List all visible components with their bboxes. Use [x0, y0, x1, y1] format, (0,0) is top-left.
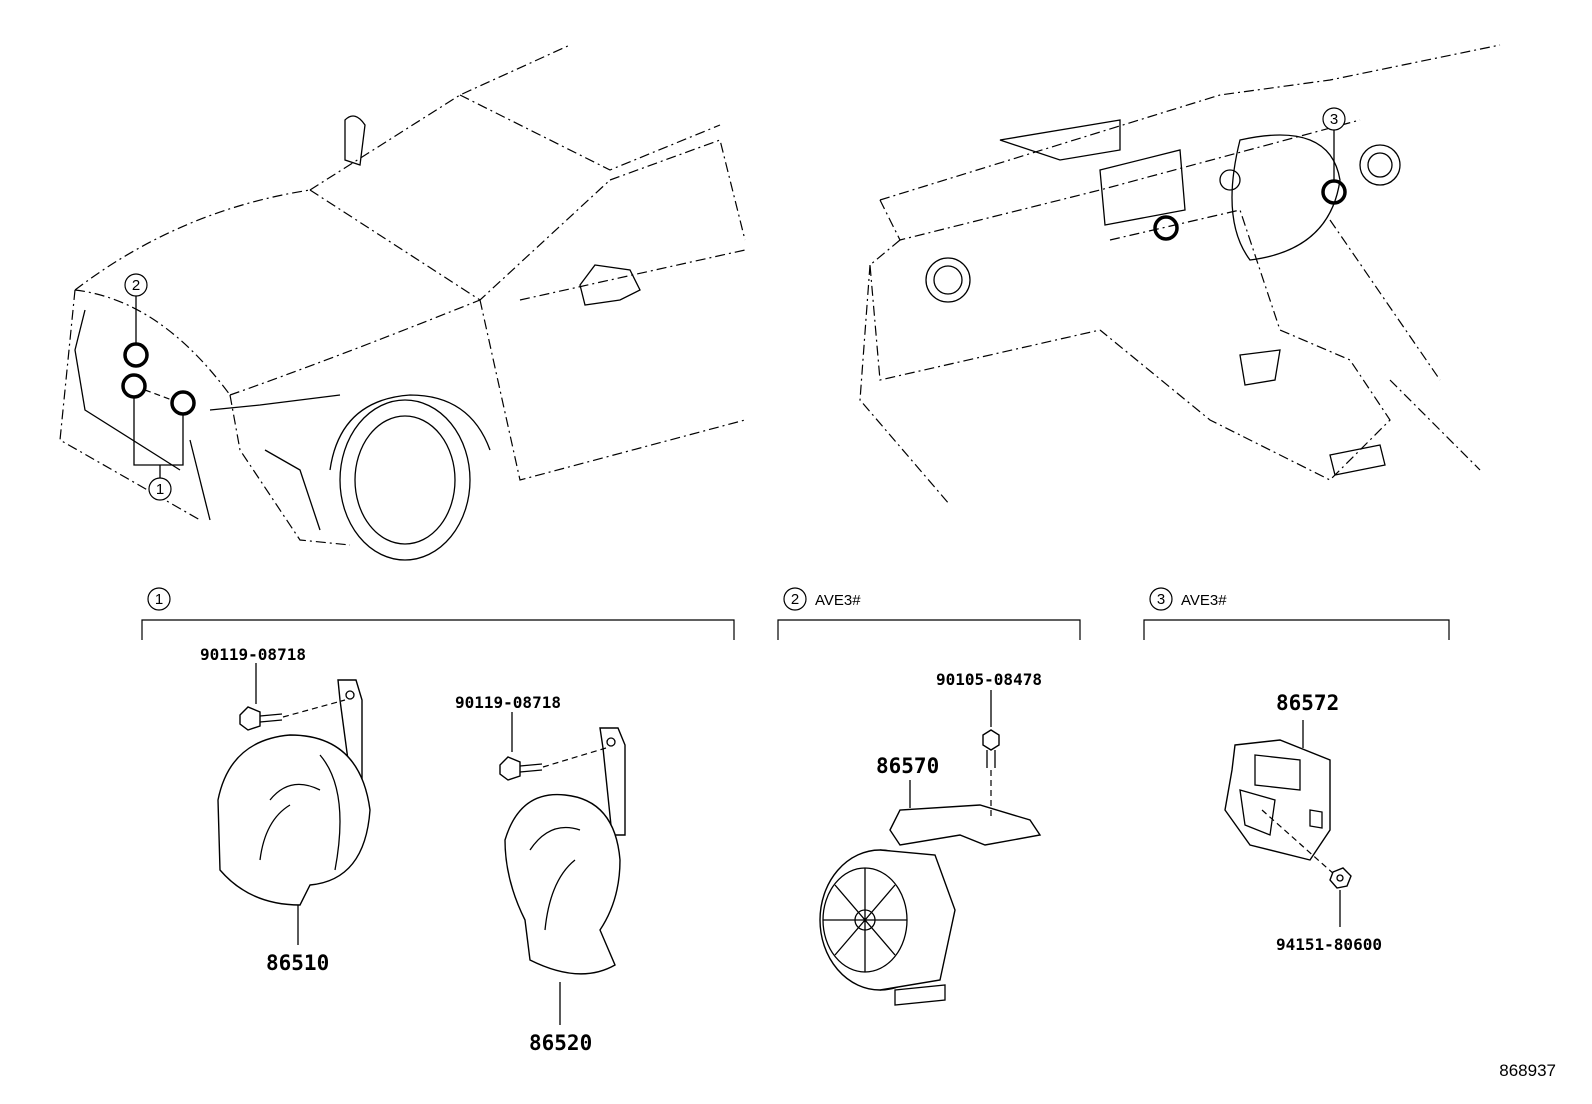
label-horn-high: 86520: [529, 1031, 592, 1055]
section-3-label: AVE3#: [1181, 592, 1227, 609]
callout-3-label: 3: [1330, 111, 1338, 128]
horn-high-part[interactable]: [504, 727, 626, 975]
callout-1-label: 1: [156, 481, 164, 498]
section-2-number: 2: [791, 591, 799, 608]
label-nut: 94151-80600: [1276, 935, 1382, 954]
bolt-sec2-part[interactable]: [982, 729, 1000, 820]
bolt-left-part[interactable]: [239, 699, 346, 731]
label-horn-low: 86510: [266, 951, 329, 975]
dashboard-illustration: 3: [859, 44, 1501, 506]
bolt-mid-part[interactable]: [499, 747, 607, 781]
callout-2-label: 2: [132, 277, 140, 294]
section-2-header: 2 AVE3#: [777, 587, 1081, 640]
drawing-id: 868937: [1499, 1061, 1556, 1080]
nut-part[interactable]: [1329, 867, 1352, 889]
label-bolt-left: 90119-08718: [200, 645, 306, 664]
horn-low-part[interactable]: [217, 679, 371, 906]
car-exterior-illustration: 2 1: [59, 44, 746, 561]
label-bolt-mid: 90119-08718: [455, 693, 561, 712]
section-1-header: 1: [141, 587, 735, 640]
label-speaker: 86570: [876, 754, 939, 778]
speaker-part[interactable]: [819, 804, 1042, 1006]
label-module: 86572: [1276, 691, 1339, 715]
section-1-number: 1: [155, 591, 163, 608]
section-3-number: 3: [1157, 591, 1165, 608]
module-part[interactable]: [1224, 739, 1336, 876]
section-2-label: AVE3#: [815, 592, 861, 609]
section-3-header: 3 AVE3#: [1143, 587, 1450, 640]
label-bolt-sec2: 90105-08478: [936, 670, 1042, 689]
